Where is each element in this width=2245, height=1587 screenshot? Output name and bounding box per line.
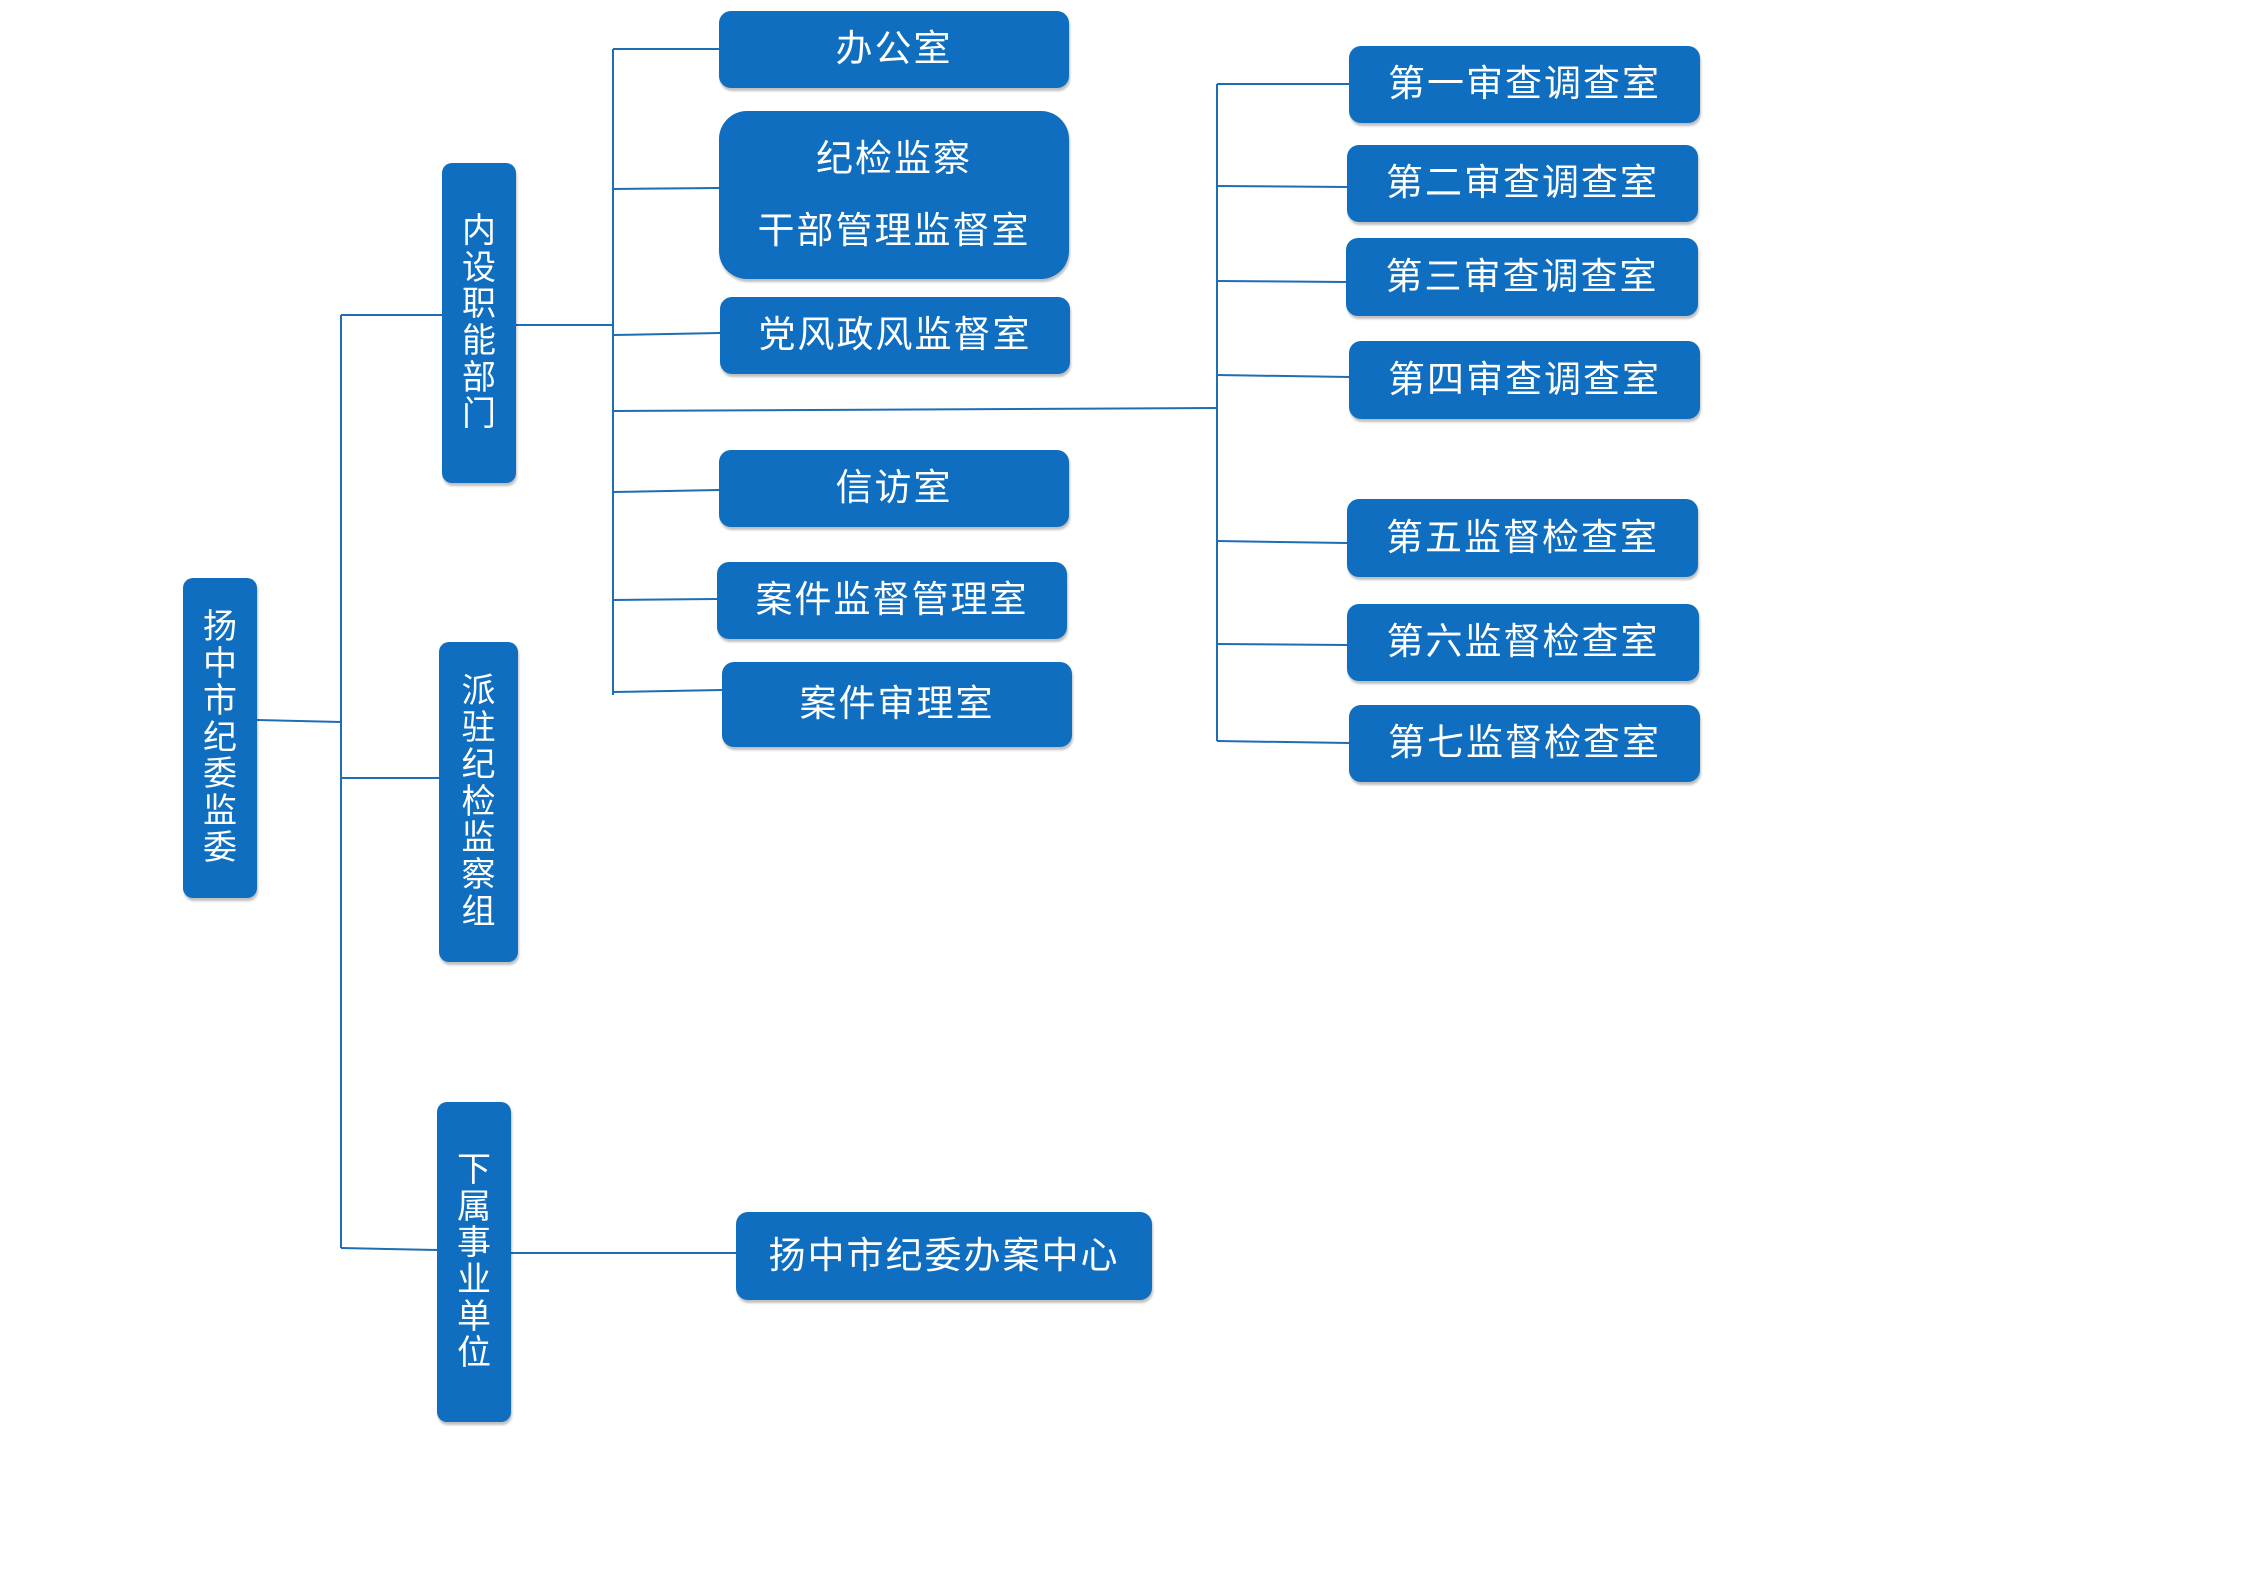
- office-review-3-label: 第三审查调查室: [1385, 254, 1659, 298]
- dept-office-label: 办公室: [835, 27, 953, 71]
- dept-party-style: 党风政风监督室: [720, 297, 1070, 374]
- dept-party-style-label: 党风政风监督室: [758, 313, 1032, 357]
- connector-line: [612, 407, 1218, 412]
- group-stationed-label: 派驻纪检监察组: [461, 671, 496, 932]
- dept-cadre-label-line2: 干部管理监督室: [757, 208, 1031, 252]
- office-inspection-7: 第七监督检查室: [1349, 705, 1700, 782]
- connector-line: [1216, 374, 1350, 378]
- connector-line: [612, 689, 723, 693]
- connector-line: [1216, 540, 1348, 544]
- dept-case-supervision-label: 案件监督管理室: [755, 578, 1029, 622]
- dept-office: 办公室: [719, 11, 1069, 88]
- connector-line: [1216, 185, 1348, 188]
- connector-line: [340, 1247, 438, 1251]
- unit-case-center: 扬中市纪委办案中心: [736, 1212, 1152, 1300]
- group-affiliated-units: 下属事业单位: [437, 1102, 511, 1422]
- group-internal-label: 内设职能部门: [462, 210, 496, 435]
- connector-line: [256, 719, 342, 723]
- office-inspection-7-label: 第七监督检查室: [1388, 721, 1661, 765]
- office-inspection-5: 第五监督检查室: [1347, 499, 1698, 577]
- dept-case-trial-label: 案件审理室: [799, 682, 995, 726]
- dept-cadre-supervision: 纪检监察 干部管理监督室: [719, 111, 1069, 279]
- dept-petitions-label: 信访室: [835, 466, 953, 510]
- office-review-2: 第二审查调查室: [1347, 145, 1698, 222]
- group-affiliated-label: 下属事业单位: [457, 1149, 491, 1374]
- group-internal-departments: 内设职能部门: [442, 163, 516, 483]
- dept-case-trial: 案件审理室: [722, 662, 1072, 747]
- office-review-4: 第四审查调查室: [1349, 341, 1700, 419]
- connector-line: [612, 598, 718, 601]
- connector-line: [612, 187, 720, 190]
- office-review-4-label: 第四审查调查室: [1388, 357, 1661, 401]
- dept-petitions: 信访室: [719, 450, 1069, 527]
- root-node: 扬中市纪委监委: [183, 578, 257, 898]
- group-stationed-teams: 派驻纪检监察组: [439, 642, 518, 962]
- office-inspection-6-label: 第六监督检查室: [1386, 620, 1660, 664]
- office-inspection-6: 第六监督检查室: [1347, 604, 1699, 681]
- connector-line: [612, 332, 721, 336]
- connector-line: [1216, 280, 1347, 283]
- office-review-1: 第一审查调查室: [1349, 46, 1700, 123]
- connector-line: [1216, 643, 1348, 646]
- office-review-1-label: 第一审查调查室: [1388, 62, 1661, 106]
- connector-line: [612, 489, 720, 493]
- dept-case-supervision: 案件监督管理室: [717, 562, 1067, 639]
- unit-case-center-label: 扬中市纪委办案中心: [768, 1233, 1120, 1277]
- dept-cadre-label-line1: 纪检监察: [816, 137, 972, 181]
- root-label: 扬中市纪委监委: [203, 607, 237, 868]
- office-review-3: 第三审查调查室: [1346, 238, 1698, 316]
- connector-line: [1216, 740, 1350, 744]
- office-inspection-5-label: 第五监督检查室: [1386, 515, 1659, 559]
- office-review-2-label: 第二审查调查室: [1386, 161, 1659, 205]
